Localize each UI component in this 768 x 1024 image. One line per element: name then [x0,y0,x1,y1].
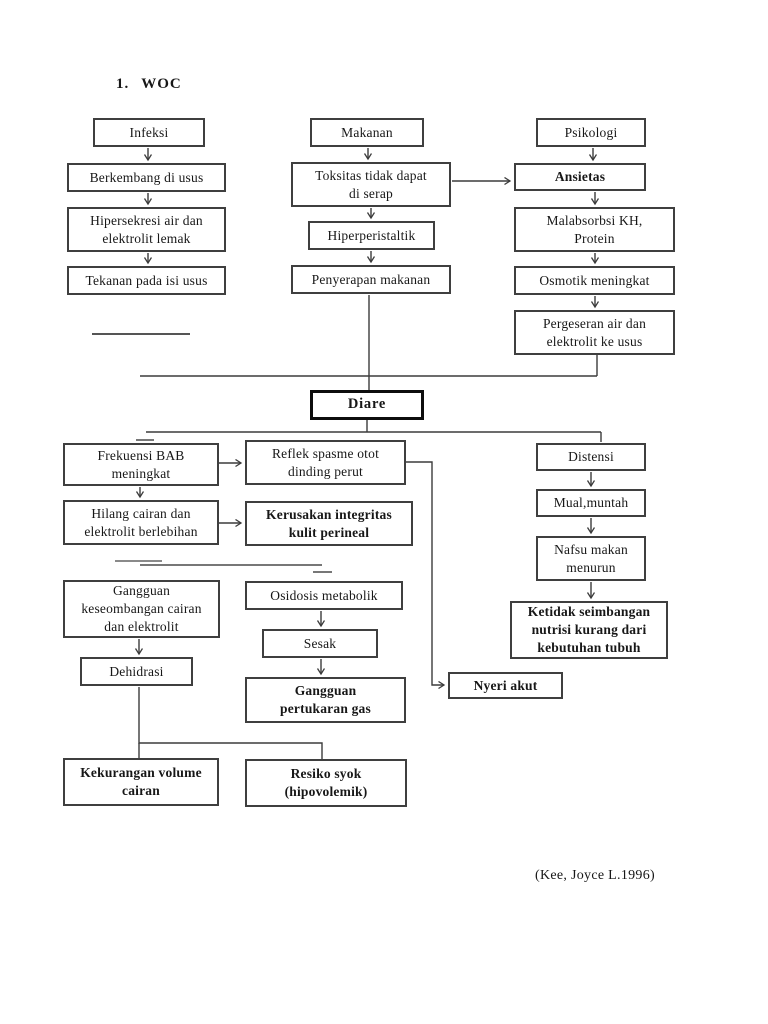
node-gangguan-gas: Gangguan pertukaran gas [245,677,406,723]
node-resiko: Resiko syok (hipovolemik) [245,759,407,807]
node-kekurangan: Kekurangan volume cairan [63,758,219,806]
node-nyeri: Nyeri akut [448,672,563,699]
node-sesak: Sesak [262,629,378,658]
node-nafsu: Nafsu makan menurun [536,536,646,581]
list-number: 1. [116,76,130,92]
node-pergeseran: Pergeseran air dan elektrolit ke usus [514,310,675,355]
node-osidosis: Osidosis metabolik [245,581,403,610]
node-hipersekresi: Hipersekresi air dan elektrolit lemak [67,207,226,252]
node-toksitas: Toksitas tidak dapat di serap [291,162,451,207]
node-diare: Diare [310,390,424,420]
node-makanan: Makanan [310,118,424,147]
node-berkembang: Berkembang di usus [67,163,226,192]
node-psikologi: Psikologi [536,118,646,147]
node-mual: Mual,muntah [536,489,646,517]
node-malabsorbsi: Malabsorbsi KH, Protein [514,207,675,252]
node-gangguan-keseimbangan: Gangguan keseombangan cairan dan elektro… [63,580,220,638]
node-ketidakseimbangan: Ketidak seimbangan nutrisi kurang dari k… [510,601,668,659]
node-ansietas: Ansietas [514,163,646,191]
citation-text: (Kee, Joyce L.1996) [535,868,655,883]
node-penyerapan: Penyerapan makanan [291,265,451,294]
node-frekuensi: Frekuensi BAB meningkat [63,443,219,486]
node-hilang: Hilang cairan dan elektrolit berlebihan [63,500,219,545]
node-osmotik: Osmotik meningkat [514,266,675,295]
title-text: WOC [141,76,182,92]
node-hiperperistaltik: Hiperperistaltik [308,221,435,250]
node-dehidrasi: Dehidrasi [80,657,193,686]
node-tekanan: Tekanan pada isi usus [67,266,226,295]
node-infeksi: Infeksi [93,118,205,147]
node-kerusakan: Kerusakan integritas kulit perineal [245,501,413,546]
page-title: 1. WOC [116,76,182,93]
node-reflek: Reflek spasme otot dinding perut [245,440,406,485]
node-distensi: Distensi [536,443,646,471]
